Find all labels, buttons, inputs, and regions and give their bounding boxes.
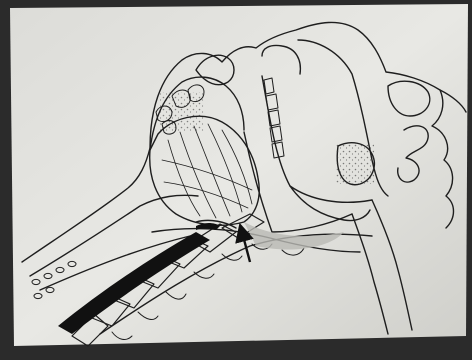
paper-sheet	[10, 4, 468, 346]
